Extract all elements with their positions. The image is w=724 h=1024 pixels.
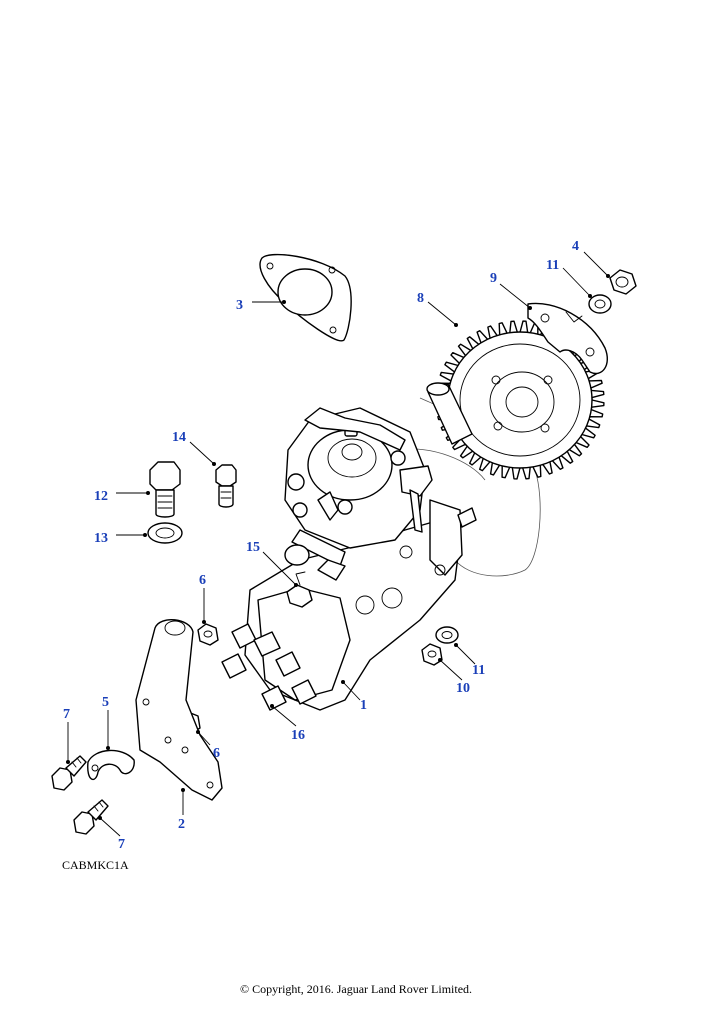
leader-dots [66,274,610,820]
callout-7-upper: 7 [63,707,70,722]
callout-1: 1 [360,698,367,713]
callout-5: 5 [102,695,109,710]
callout-7-lower: 7 [118,837,125,852]
washer-11-top-drawing [588,294,612,314]
callout-12: 12 [94,489,108,504]
callout-3: 3 [236,298,243,313]
callout-16: 16 [291,728,305,743]
clip-5-drawing [87,749,135,781]
callout-8: 8 [417,291,424,306]
callout-9: 9 [490,271,497,286]
nut-6-upper-drawing [197,623,219,646]
callout-6-upper: 6 [199,573,206,588]
washer-13-drawing [147,522,183,544]
nut-10-drawing [421,643,443,666]
callout-4: 4 [572,239,579,254]
timing-gear-drawing [399,302,608,577]
bolt-7-upper-drawing [51,755,87,791]
nut-4-drawing [609,269,637,295]
bolt-12-drawing [149,461,181,518]
callout-15: 15 [246,540,260,555]
leader-lines [67,251,609,837]
callout-11-top: 11 [546,258,559,273]
bolt-7-lower-drawing [73,799,109,835]
callout-14: 14 [172,430,186,445]
gasket-drawing [259,253,352,342]
callout-10: 10 [456,681,470,696]
injection-pump-drawing [221,407,477,711]
callouts: 1 2 3 4 5 6 6 7 7 8 9 10 11 11 12 13 14 … [63,239,579,852]
callout-6-lower: 6 [213,746,220,761]
callout-2: 2 [178,817,185,832]
washer-11-lower-drawing [435,626,459,644]
bolt-14-drawing [215,464,237,508]
callout-11-lower: 11 [472,663,485,678]
diagram-reference-code: CABMKC1A [62,858,129,872]
copyright-notice: © Copyright, 2016. Jaguar Land Rover Lim… [240,982,472,996]
bracket-2-drawing [135,619,223,801]
callout-13: 13 [94,531,108,546]
